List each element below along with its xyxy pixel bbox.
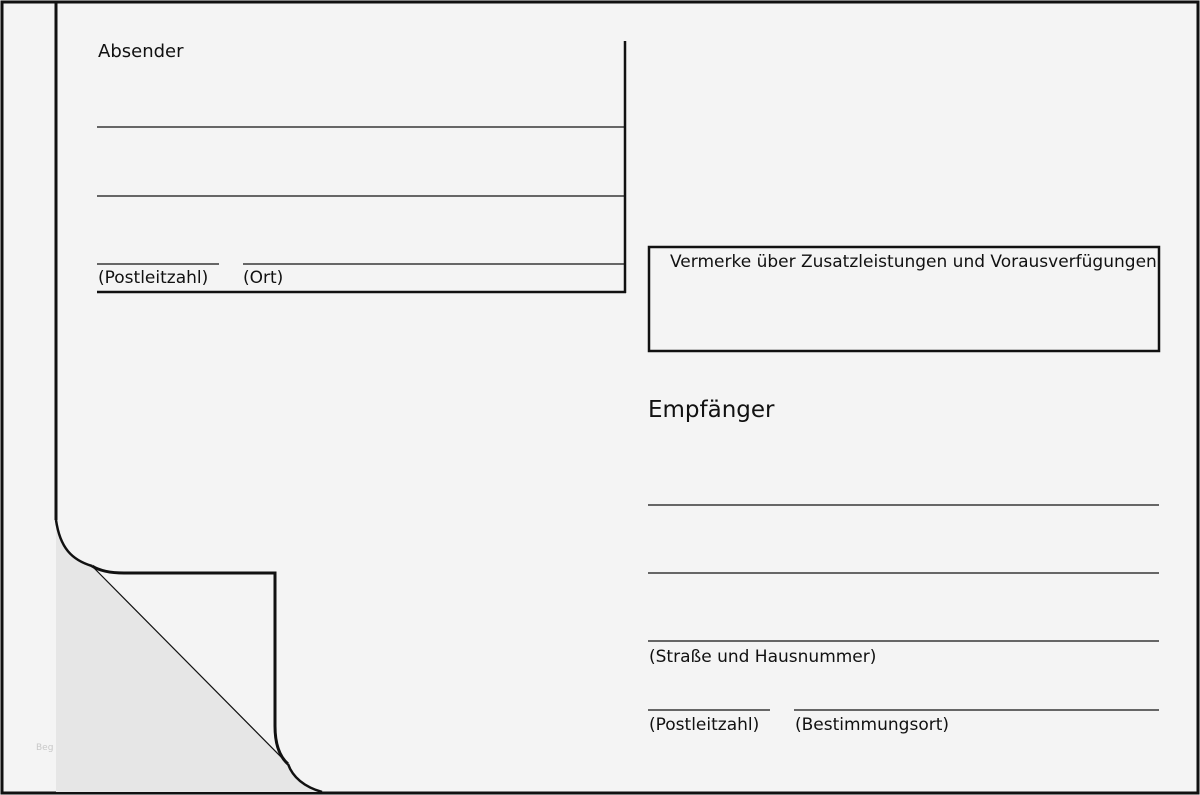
recipient-heading: Empfänger: [648, 397, 775, 423]
sender-postcode-label: (Postleitzahl): [98, 268, 209, 288]
recipient-postcode-label: (Postleitzahl): [649, 715, 760, 735]
corner-flap-outline: [91, 564, 290, 766]
corner-fold-bottom-curve: [286, 763, 323, 794]
corner-fold-shade: [56, 520, 322, 792]
watermark-text: Beg: [36, 743, 54, 753]
notes-box[interactable]: [647, 245, 1161, 353]
recipient-destination-label: (Bestimmungsort): [795, 715, 950, 735]
sender-city-label: (Ort): [243, 268, 284, 288]
recipient-street-label: (Straße und Hausnummer): [649, 647, 877, 667]
sender-heading: Absender: [98, 41, 184, 62]
notes-box-label: Vermerke über Zusatzleistungen und Vorau…: [670, 252, 1157, 272]
corner-fold-diagonal: [91, 565, 289, 765]
corner-fold-curve: [54, 519, 93, 568]
